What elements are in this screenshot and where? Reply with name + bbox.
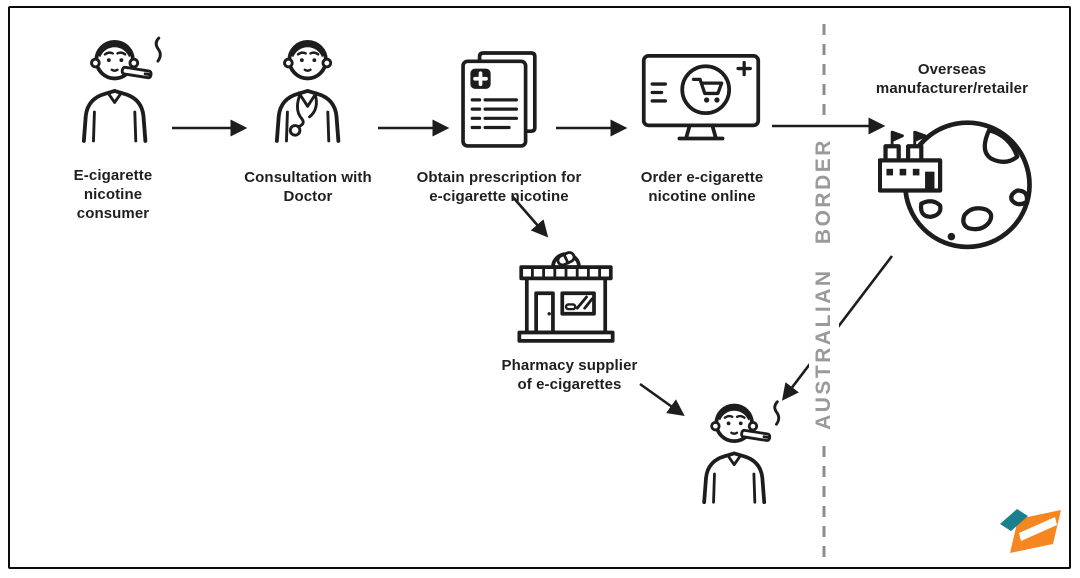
consumer-label: E-cigarette nicotine consumer (73, 167, 153, 223)
online-shopping-monitor-icon (640, 52, 762, 148)
doctor-icon (248, 30, 373, 148)
order-online-label: Order e-cigarette nicotine online (640, 169, 764, 206)
pharmacy-label: Pharmacy supplier of e-cigarettes (501, 357, 638, 394)
pharmacy-storefront-icon (510, 242, 622, 352)
doctor-label: Consultation with Doctor (244, 169, 372, 206)
receiving-person-vaping-icon (676, 394, 798, 509)
arrow-prescription-to-pharmacy (511, 195, 549, 238)
arrow-pharmacy-to-consumer (639, 382, 685, 416)
globe-factory-icon (878, 102, 1038, 262)
prescription-document-icon (452, 48, 544, 150)
australian-border-label: AUSTRALIAN BORDER (809, 129, 839, 439)
person-vaping-icon (55, 30, 180, 148)
watermark-logo-icon (1000, 509, 1061, 553)
prescription-label: Obtain prescription for e-cigarette nico… (416, 169, 582, 206)
overseas-label: Overseas manufacturer/retailer (875, 61, 1029, 98)
